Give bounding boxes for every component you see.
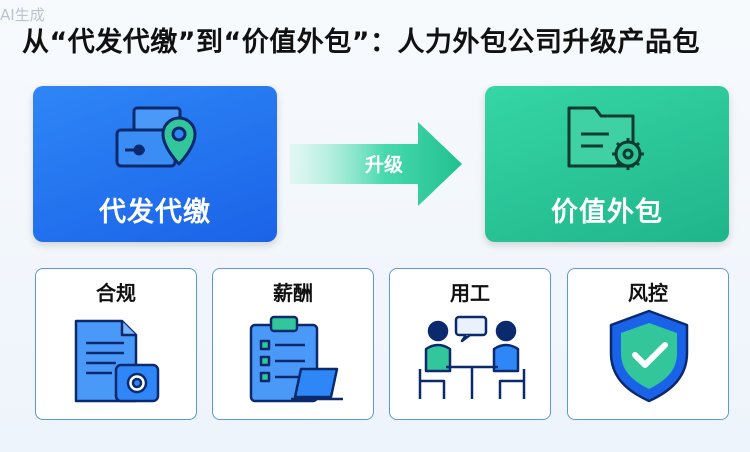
service-label: 用工 [450,281,490,305]
document-icon [74,319,160,403]
service-card-compliance: 合规 [35,268,197,420]
to-label: 价值外包 [551,197,663,228]
service-card-employment: 用工 [389,268,551,420]
people-meeting-icon [418,315,526,399]
upgrade-arrow [290,122,462,206]
folder-gear-icon [567,106,644,170]
from-label: 代发代缴 [99,197,211,228]
watermark: AI生成 [0,6,45,24]
service-label: 合规 [96,281,136,305]
service-card-payroll: 薪酬 [212,268,374,420]
page-title: 从“代发代缴”到“价值外包”：人力外包公司升级产品包 [22,27,700,58]
service-label: 风控 [628,281,668,305]
clipboard-laptop-icon [249,315,343,403]
shield-check-icon [609,309,689,403]
from-card: 代发代缴 [33,86,277,242]
upgrade-label: 升级 [364,154,403,176]
service-label: 薪酬 [273,281,313,305]
wallet-location-icon [115,106,197,168]
service-card-risk-control: 风控 [567,268,729,420]
to-card: 价值外包 [485,86,729,242]
